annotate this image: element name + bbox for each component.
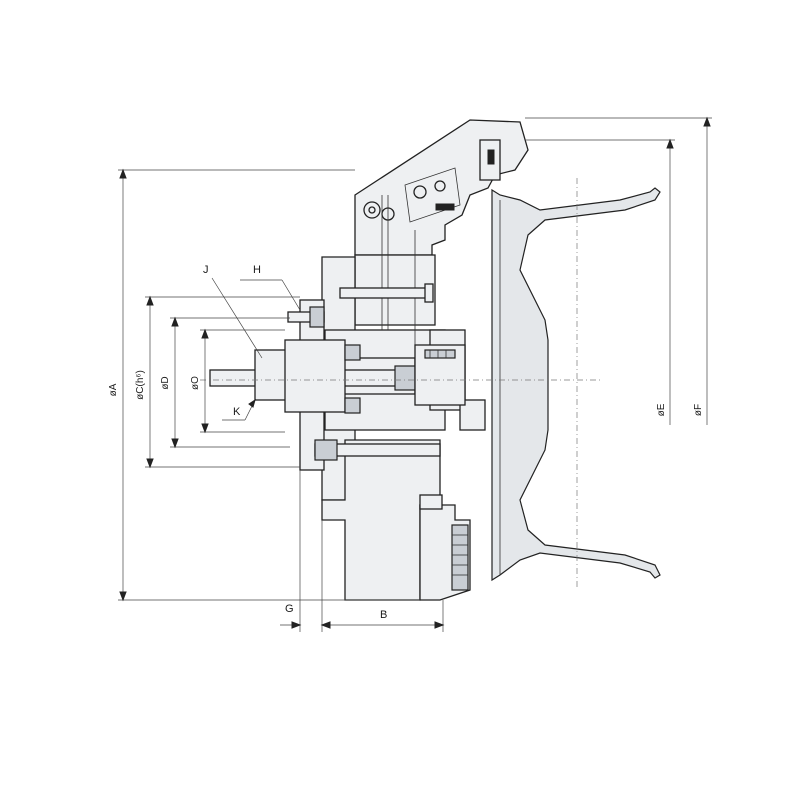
dimension-c: øC(h⁶) — [135, 295, 300, 469]
dimension-a: øA — [108, 168, 420, 602]
dimension-e: øE — [525, 138, 675, 425]
lower-screw-head — [419, 494, 443, 510]
dimension-g-b: G B — [280, 470, 445, 632]
label-o: øO — [190, 376, 201, 390]
label-k: K — [233, 406, 241, 418]
leader-j: J — [203, 264, 263, 359]
label-f: øF — [693, 404, 704, 416]
label-h: H — [253, 264, 261, 276]
leader-k: K — [222, 398, 256, 421]
draw-bar — [209, 339, 466, 414]
label-g: G — [285, 603, 294, 615]
spring-stack — [452, 534, 468, 576]
wheel-rim-section — [491, 187, 661, 582]
label-d: øD — [160, 376, 171, 389]
mounting-screw-h — [287, 306, 325, 328]
label-c: øC(h⁶) — [135, 370, 146, 400]
dimension-f: øF — [525, 116, 712, 425]
label-e: øE — [656, 403, 667, 416]
label-a: øA — [108, 383, 119, 396]
label-b: B — [380, 609, 387, 621]
dimension-d: øD — [160, 316, 290, 449]
leader-h: H — [240, 264, 301, 311]
upper-bolt — [339, 283, 434, 303]
dimension-o: øO — [190, 328, 285, 434]
lower-bolt — [314, 439, 441, 461]
label-j: J — [203, 264, 209, 276]
